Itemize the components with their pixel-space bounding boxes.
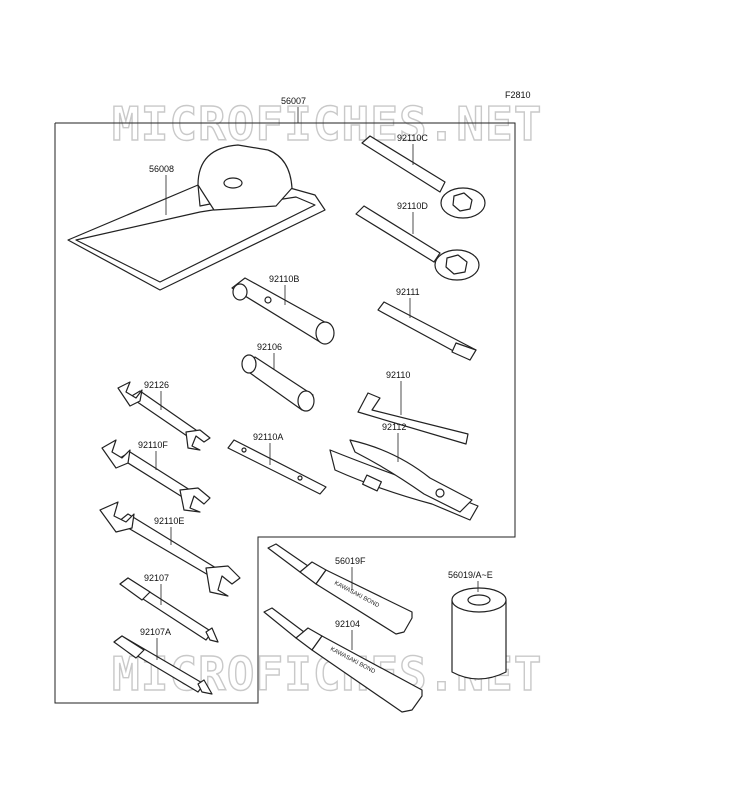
label-92106: 92106 <box>257 342 282 352</box>
tube-92106-top <box>241 354 257 374</box>
socket-92110b-top <box>232 283 248 301</box>
wrench-92110f-head-small <box>101 439 131 469</box>
label-56019f: 56019F <box>335 556 366 566</box>
figure-code: F2810 <box>505 90 531 100</box>
bond-tube-92104-body <box>311 635 423 713</box>
can-56019-opening <box>467 594 491 606</box>
wrench-92126-head-small <box>117 381 143 407</box>
kit-outline <box>54 122 516 704</box>
label-92110f: 92110F <box>138 440 168 450</box>
screwdriver-92107-grip <box>119 577 151 601</box>
hexkey-92110 <box>357 392 469 445</box>
label-92110e: 92110E <box>154 516 184 526</box>
bar-92111 <box>377 301 477 361</box>
wrench-92110c-hex <box>452 192 473 212</box>
pliers-92112-pivot <box>435 488 445 498</box>
wrench-92110c <box>361 135 486 219</box>
tool-bag <box>67 144 326 291</box>
wrench-92110f-handle <box>119 451 191 499</box>
bond-tube-56019f-nozzle <box>267 543 309 573</box>
pliers-92112 <box>329 439 479 521</box>
wrench-92110f <box>101 439 211 513</box>
label-92126: 92126 <box>144 380 169 390</box>
label-92110b: 92110B <box>269 274 299 284</box>
wrench-92110e-head-small <box>99 501 135 533</box>
label-92110d: 92110D <box>397 201 428 211</box>
label-92107a: 92107A <box>140 627 171 637</box>
screwdriver-92107-tip <box>205 627 219 643</box>
label-92112: 92112 <box>382 422 406 432</box>
can-56019-body <box>451 599 507 680</box>
wrench-92110d <box>355 205 480 281</box>
label-92107: 92107 <box>144 573 169 583</box>
wrench-92110e-head-large <box>205 565 241 597</box>
bar-92110a-body <box>227 439 327 495</box>
wrench-92110c-handle <box>361 135 446 193</box>
label-92110: 92110 <box>386 370 410 380</box>
pliers-92112-grip <box>362 474 382 492</box>
tool-bag-snap <box>223 177 243 189</box>
label-92110c: 92110C <box>397 133 428 143</box>
wrench-92110d-hex <box>445 254 468 275</box>
socket-92110b-end <box>315 321 335 345</box>
wrench-92110d-handle <box>355 205 441 263</box>
screwdriver-92107a <box>113 635 213 695</box>
screwdriver-92107a-tip <box>197 679 213 695</box>
socket-92110b-hole <box>264 296 272 304</box>
screwdriver-92107a-grip <box>113 635 145 659</box>
wrench-92110f-head-large <box>179 487 211 513</box>
bar-92110a-hole1 <box>241 447 247 453</box>
label-92110a: 92110A <box>253 432 283 442</box>
bar-92110a <box>227 439 327 495</box>
tool-bag-inner <box>75 196 316 283</box>
bond-tube-56019f-body <box>315 569 413 635</box>
wrench-92126 <box>117 381 211 451</box>
bar-92110a-hole2 <box>297 475 303 481</box>
wrench-92126-head-large <box>185 429 211 451</box>
socket-92110b <box>231 277 335 345</box>
label-92104: 92104 <box>335 619 360 629</box>
bond-tube-92104-nozzle <box>263 607 305 639</box>
label-92111: 92111 <box>396 287 420 297</box>
bar-92111-tip <box>451 342 477 361</box>
can-56019 <box>451 587 507 680</box>
hexkey-92110-body <box>357 392 469 445</box>
tube-92106 <box>241 354 315 412</box>
label-56019: 56019/A~E <box>448 570 493 580</box>
socket-92110b-body <box>231 277 331 343</box>
tool-bag-flap <box>197 144 293 211</box>
tube-92106-end <box>297 390 315 412</box>
label-56007: 56007 <box>281 96 306 106</box>
screwdriver-92107 <box>119 577 219 643</box>
wrench-92110e <box>99 501 241 597</box>
watermark-top: MICROFICHES.NET <box>112 97 542 151</box>
label-56008: 56008 <box>149 164 174 174</box>
